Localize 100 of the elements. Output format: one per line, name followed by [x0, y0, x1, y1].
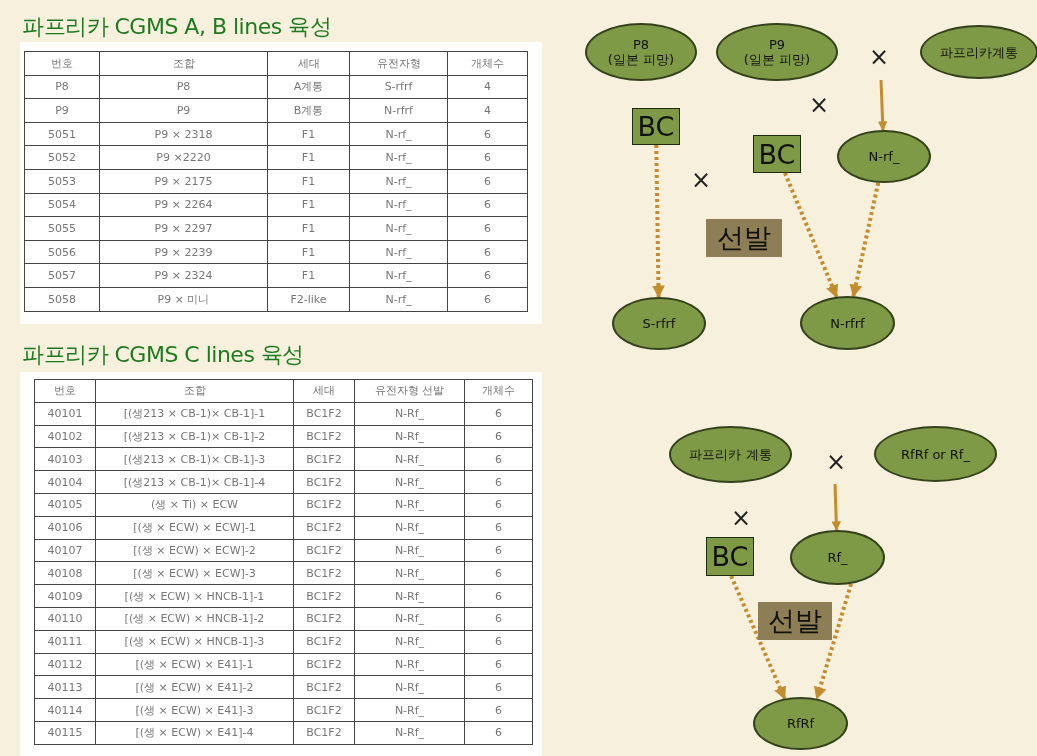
table-cell: P9 × 2239 [99, 240, 268, 264]
ellipse-node: 파프리카 계통 [669, 426, 792, 483]
table-cell: 6 [464, 607, 533, 631]
table-cell: [(생 × ECW) × HNCB-1]-1 [95, 584, 294, 608]
header-cell: 개체수 [447, 51, 528, 76]
ellipse-node: P9 (일본 피망) [716, 23, 838, 81]
table-cell: 40110 [34, 607, 96, 631]
label-box: 선발 [758, 602, 832, 640]
table-cell: N-Rf_ [354, 721, 465, 745]
table-cell: BC1F2 [293, 402, 355, 426]
table-cell: N-Rf_ [354, 561, 465, 585]
table-cell: BC1F2 [293, 698, 355, 722]
table-cell: 6 [464, 630, 533, 654]
header-cell: 조합 [95, 379, 294, 403]
table-cell: 40105 [34, 493, 96, 517]
arrow [877, 79, 888, 131]
table-cell: N-Rf_ [354, 607, 465, 631]
table-cell: N-rf_ [349, 169, 448, 194]
header-cell: 유전자형 선발 [354, 379, 465, 403]
table-cell: BC1F2 [293, 470, 355, 494]
table-cell: BC1F2 [293, 425, 355, 448]
table-cell: BC1F2 [293, 516, 355, 540]
table-cell: 40111 [34, 630, 96, 654]
table-cell: 6 [464, 447, 533, 471]
table-cell: 6 [464, 470, 533, 494]
table-cell: 40101 [34, 402, 96, 426]
table-cell: 40104 [34, 470, 96, 494]
table-cell: BC1F2 [293, 675, 355, 699]
table-cell: 4 [447, 75, 528, 99]
table-cell: 5056 [24, 240, 100, 264]
table-cell: P9 × 미니 [99, 287, 268, 312]
header-cell: 세대 [293, 379, 355, 403]
table-cell: F1 [267, 122, 350, 146]
table-cell: 5052 [24, 145, 100, 170]
table-cell: [(생 × ECW) × E41]-3 [95, 698, 294, 722]
table-cell: [(생213 × CB-1)× CB-1]-2 [95, 425, 294, 448]
header-cell: 개체수 [464, 379, 533, 403]
table-cell: N-rfrf [349, 98, 448, 123]
table-cell: F1 [267, 193, 350, 217]
table-cell: [(생 × ECW) × E41]-1 [95, 653, 294, 676]
table-cell: N-rf_ [349, 122, 448, 146]
table-cell: 6 [447, 169, 528, 194]
table-cell: N-Rf_ [354, 584, 465, 608]
table-cell: (생 × Ti) × ECW [95, 493, 294, 517]
table-cell: 6 [447, 145, 528, 170]
table-cell: [(생 × ECW) × E41]-4 [95, 721, 294, 745]
table-cell: 6 [447, 122, 528, 146]
ellipse-node: P8 (일본 피망) [585, 23, 697, 81]
table-cell: F1 [267, 263, 350, 288]
cross-symbol: × [869, 45, 890, 69]
table-cell: 5058 [24, 287, 100, 312]
table-cell: P9 [24, 98, 100, 123]
table-cell: 40106 [34, 516, 96, 540]
table-cell: 40108 [34, 561, 96, 585]
table-cell: 6 [464, 493, 533, 517]
table-cell: F1 [267, 216, 350, 241]
table-cell: 6 [464, 653, 533, 676]
table-cell: [(생 × ECW) × ECW]-1 [95, 516, 294, 540]
table-cell: BC1F2 [293, 447, 355, 471]
table-cell: P8 [24, 75, 100, 99]
table-cell: N-rf_ [349, 240, 448, 264]
arrow [652, 144, 665, 299]
table-cell: 6 [464, 584, 533, 608]
table-cell: 40103 [34, 447, 96, 471]
header-cell: 조합 [99, 51, 268, 76]
table-cell: N-Rf_ [354, 447, 465, 471]
ellipse-node: Rf_ [790, 530, 885, 585]
label-box: BC [753, 135, 801, 173]
table-cell: N-Rf_ [354, 402, 465, 426]
table-cell: BC1F2 [293, 630, 355, 654]
table-cell: N-Rf_ [354, 630, 465, 654]
ellipse-node: N-rf_ [837, 130, 931, 183]
table-cell: P8 [99, 75, 268, 99]
table-cell: [(생213 × CB-1)× CB-1]-4 [95, 470, 294, 494]
table-cell: N-rf_ [349, 287, 448, 312]
table-cell: N-rf_ [349, 193, 448, 217]
table-cell: 5055 [24, 216, 100, 241]
table-cell: P9 × 2297 [99, 216, 268, 241]
label-box: 선발 [706, 219, 782, 257]
table-cell: N-rf_ [349, 145, 448, 170]
ellipse-node: S-rfrf [612, 297, 706, 350]
table-cell: P9 × 2175 [99, 169, 268, 194]
table-cell: N-Rf_ [354, 539, 465, 562]
table-cell: N-Rf_ [354, 425, 465, 448]
table-cell: BC1F2 [293, 584, 355, 608]
table-cell: BC1F2 [293, 607, 355, 631]
table-cell: S-rfrf [349, 75, 448, 99]
arrow [849, 182, 881, 298]
table-cell: P9 × 2318 [99, 122, 268, 146]
table-cell: 6 [464, 698, 533, 722]
table-cell: 6 [464, 561, 533, 585]
table-cell: 6 [464, 425, 533, 448]
arrow [814, 583, 853, 700]
table-cell: P9 [99, 98, 268, 123]
heading: 파프리카 CGMS A, B lines 육성 [22, 13, 332, 41]
header-cell: 번호 [34, 379, 96, 403]
label-box: BC [632, 108, 680, 145]
table-cell: BC1F2 [293, 653, 355, 676]
table-cell: 6 [464, 516, 533, 540]
table-cell: F1 [267, 145, 350, 170]
